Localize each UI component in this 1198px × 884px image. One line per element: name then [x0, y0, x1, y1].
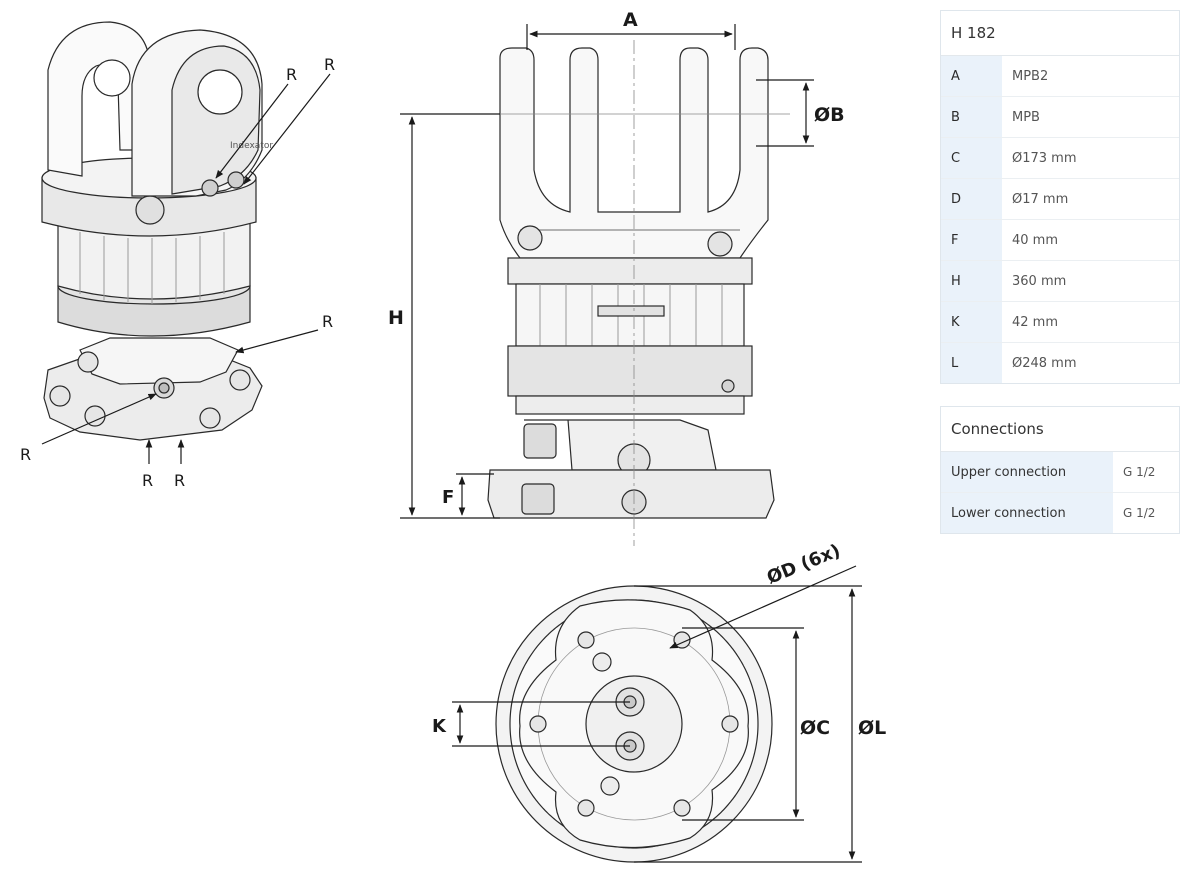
row-value: 42 mm — [1012, 314, 1059, 330]
front-stator-ribs — [539, 284, 723, 346]
row-key: Upper connection — [941, 452, 1113, 492]
front-center-slot — [597, 305, 665, 317]
dimension-b — [756, 79, 814, 147]
iso-port — [158, 382, 170, 394]
port-label-r: R — [142, 471, 153, 490]
dimension-l — [634, 585, 862, 863]
table-row: L Ø248 mm — [941, 343, 1179, 383]
row-key: B — [941, 97, 1002, 137]
front-view — [487, 47, 775, 519]
table-row: Upper connection G 1/2 — [941, 452, 1179, 493]
front-plug — [707, 231, 733, 257]
front-upper-housing — [507, 257, 753, 285]
iso-bolt — [201, 179, 219, 197]
dim-label-a: A — [623, 9, 638, 31]
dim-label-c: ØC — [800, 717, 830, 739]
iso-logo: Indexator — [230, 141, 273, 151]
bottom-mount-hole — [673, 799, 691, 817]
iso-bolt-boss — [229, 369, 251, 391]
isometric-view: Indexator — [41, 21, 273, 441]
iso-bolt-boss — [49, 385, 71, 407]
row-value: Ø173 mm — [1012, 150, 1077, 166]
dim-label-f: F — [442, 487, 454, 508]
bottom-mount-hole — [529, 715, 547, 733]
row-key: F — [941, 220, 1002, 260]
iso-bolt-boss — [84, 405, 106, 427]
table-row: F 40 mm — [941, 220, 1179, 261]
row-value: G 1/2 — [1123, 465, 1156, 479]
row-key: D — [941, 179, 1002, 219]
row-key: A — [941, 56, 1002, 96]
row-key: H — [941, 261, 1002, 301]
table-row: C Ø173 mm — [941, 138, 1179, 179]
table-row: K 42 mm — [941, 302, 1179, 343]
table-row: B MPB — [941, 97, 1179, 138]
port-label-r: R — [20, 445, 31, 464]
table-row: D Ø17 mm — [941, 179, 1179, 220]
front-ring-bottom — [515, 395, 745, 415]
bottom-view — [495, 585, 773, 863]
iso-eye-left — [93, 59, 131, 97]
port-label-r: R — [322, 312, 333, 331]
row-value: Ø248 mm — [1012, 355, 1077, 371]
iso-stator — [57, 221, 251, 300]
front-hex — [521, 483, 555, 515]
iso-base-top — [79, 337, 239, 385]
table-row: A MPB2 — [941, 56, 1179, 97]
dim-label-d: ØD (6x) — [764, 540, 843, 588]
port-label-r: R — [324, 55, 335, 74]
row-value: MPB — [1012, 109, 1040, 125]
row-value: MPB2 — [1012, 68, 1049, 84]
dimension-a — [526, 24, 736, 50]
row-key: C — [941, 138, 1002, 178]
front-hex — [523, 423, 557, 459]
front-lower-ring — [507, 345, 753, 397]
bottom-mount-hole — [721, 715, 739, 733]
table-row: H 360 mm — [941, 261, 1179, 302]
iso-bolt-boss — [199, 407, 221, 429]
rotator-technical-drawing: Indexator R R R R R R — [20, 9, 886, 863]
row-value: Ø17 mm — [1012, 191, 1069, 207]
dim-label-l: ØL — [858, 717, 886, 739]
bottom-mount-hole — [577, 631, 595, 649]
front-plug — [517, 225, 543, 251]
table-row: Lower connection G 1/2 — [941, 493, 1179, 533]
port-label-r: R — [174, 471, 185, 490]
dimension-k — [452, 701, 630, 747]
row-value: G 1/2 — [1123, 506, 1156, 520]
dim-label-b: ØB — [814, 104, 845, 126]
front-clevis — [499, 47, 769, 259]
dim-label-h: H — [388, 307, 404, 329]
row-value: 360 mm — [1012, 273, 1067, 289]
iso-bolt-boss — [77, 351, 99, 373]
front-swivel — [524, 419, 717, 471]
bottom-aux-hole — [600, 776, 620, 796]
front-ring-bolt — [721, 379, 735, 393]
dimension-f — [456, 473, 494, 516]
row-key: Lower connection — [941, 493, 1113, 533]
iso-eye-right — [197, 69, 243, 115]
row-key: K — [941, 302, 1002, 342]
iso-stator-ribs — [79, 232, 225, 304]
dimension-h — [400, 113, 500, 519]
connections-table-title: Connections — [941, 407, 1179, 452]
bottom-hub — [585, 675, 683, 773]
dim-label-k: K — [432, 716, 447, 737]
port-callouts — [41, 73, 331, 464]
row-value: 40 mm — [1012, 232, 1059, 248]
iso-bolt — [227, 171, 245, 189]
iso-side-plug — [135, 195, 165, 225]
dimension-c — [682, 627, 804, 821]
spec-table-title: H 182 — [941, 11, 1179, 56]
port-label-r: R — [286, 65, 297, 84]
bottom-aux-hole — [592, 652, 612, 672]
row-key: L — [941, 343, 1002, 383]
bottom-mount-hole — [577, 799, 595, 817]
dimension-d — [669, 565, 857, 649]
